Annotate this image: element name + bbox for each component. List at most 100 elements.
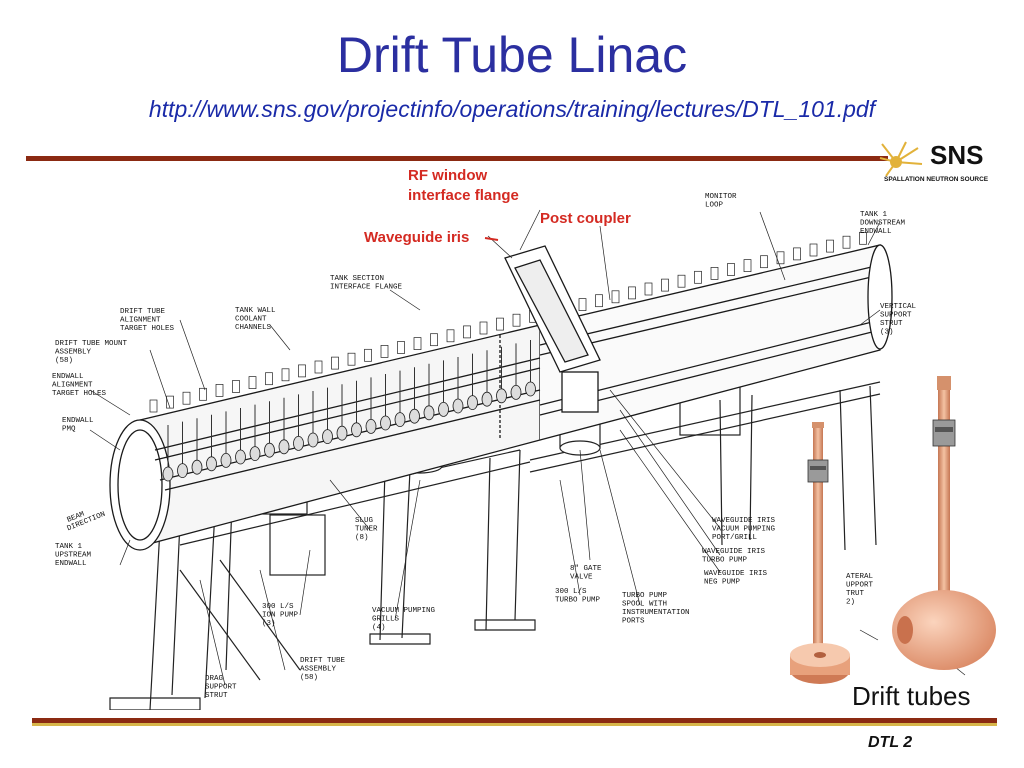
label-line: LOOP (705, 202, 724, 210)
drift-tube-body (452, 398, 464, 414)
label-line: UPPORT (846, 582, 874, 590)
label-line: TARGET HOLES (120, 325, 175, 333)
coolant-stud (331, 356, 339, 370)
coolant-stud (809, 243, 818, 257)
label-line: WAVEGUIDE IRIS (712, 517, 776, 525)
label-line: STRUT (880, 320, 903, 328)
drift-tube-small (790, 422, 850, 684)
label-line: PORT/GRILL (712, 534, 758, 542)
label-line: 8" GATE (570, 565, 602, 573)
coolant-stud (611, 290, 620, 304)
coolant-stud (199, 387, 207, 401)
label-line: (3) (880, 329, 894, 337)
label-line: TURBO PUMP (702, 557, 748, 565)
coolant-stud (644, 282, 653, 296)
drift-tube-body (162, 466, 174, 482)
drift-tube-body (177, 463, 188, 479)
label-line: 300 L/S (555, 588, 587, 596)
coolant-stud (265, 372, 273, 386)
label-line: TURBO PUMP (622, 592, 668, 600)
drift-tube-body (278, 439, 290, 455)
label-line: (58) (55, 357, 73, 365)
coolant-stud (430, 333, 438, 347)
drift-tube-body (525, 381, 536, 397)
drift-tubes-label: Drift tubes (852, 681, 971, 710)
coolant-stud (298, 364, 306, 378)
coolant-stud (380, 345, 389, 358)
label-line: STRUT (205, 692, 228, 700)
coolant-stud (694, 270, 702, 284)
coolant-stud (842, 235, 851, 249)
drift-tube-body (351, 422, 362, 438)
label-line: DRIFT TUBE (120, 308, 166, 316)
source-url[interactable]: http://www.sns.gov/projectinfo/operation… (148, 96, 876, 122)
drift-tube-body (249, 446, 261, 462)
logo-subtext: SPALLATION NEUTRON SOURCE (884, 176, 989, 183)
support-frame (109, 379, 881, 710)
label-line: SUPPORT (880, 312, 912, 320)
coolant-stud (727, 263, 735, 276)
coolant-stud (710, 267, 719, 280)
svg-text:interface flange: interface flange (408, 187, 519, 204)
coolant-stud (347, 352, 356, 366)
coolant-stud (826, 239, 834, 253)
label-line: DRAG (205, 675, 224, 683)
slide-footer: DTL 2 (868, 734, 913, 751)
drift-tube-body (365, 418, 377, 434)
coolant-stud (364, 348, 372, 362)
coolant-stud (446, 329, 455, 343)
label-line: (58) (300, 674, 318, 682)
label-line: WAVEGUIDE IRIS (704, 570, 768, 578)
label-line: ASSEMBLY (300, 666, 337, 674)
drift-tube-body (423, 405, 435, 421)
drift-tube-body (380, 415, 391, 431)
label-line: MONITOR (705, 193, 737, 201)
label-line: TUNER (355, 526, 378, 534)
callout-waveguide-iris: Waveguide iris (364, 229, 469, 246)
label-line: TANK 1 (55, 543, 83, 551)
coolant-stud (578, 298, 587, 311)
rf-window-flange (504, 245, 601, 413)
drift-tube-body (394, 412, 406, 428)
drift-tube-body (322, 429, 333, 445)
drift-tube-body (191, 459, 203, 475)
callout-rf-window: RF window interface flange (408, 167, 519, 204)
bottom-rule-gold (32, 723, 997, 726)
coolant-stud (496, 317, 504, 331)
drift-tube-body (336, 425, 348, 441)
label-line: ENDWALL (860, 228, 892, 236)
drift-tube-body (409, 408, 420, 424)
label-line: VACUUM PUMPING (712, 526, 776, 534)
coolant-stud (760, 255, 768, 269)
coolant-stud (479, 321, 488, 335)
label-line: VACUUM PUMPING (372, 607, 436, 615)
coolant-stud (859, 231, 867, 245)
label-line: INSTRUMENTATION (622, 609, 690, 617)
label-line: TURBO PUMP (555, 597, 601, 605)
coolant-stud (413, 337, 422, 350)
coolant-stud (149, 399, 158, 413)
label-line: PMQ (62, 426, 76, 434)
coolant-stud (463, 325, 471, 339)
label-line: CHANNELS (235, 324, 272, 332)
bottom-rule (32, 718, 997, 723)
label-line: TANK SECTION (330, 275, 384, 283)
label-line: TANK 1 (860, 211, 888, 219)
drift-tube-body (220, 452, 232, 468)
label-line: UPSTREAM (55, 552, 92, 560)
dtl-diagram: RF window interface flange Post coupler … (52, 167, 996, 710)
coolant-stud (248, 376, 257, 389)
